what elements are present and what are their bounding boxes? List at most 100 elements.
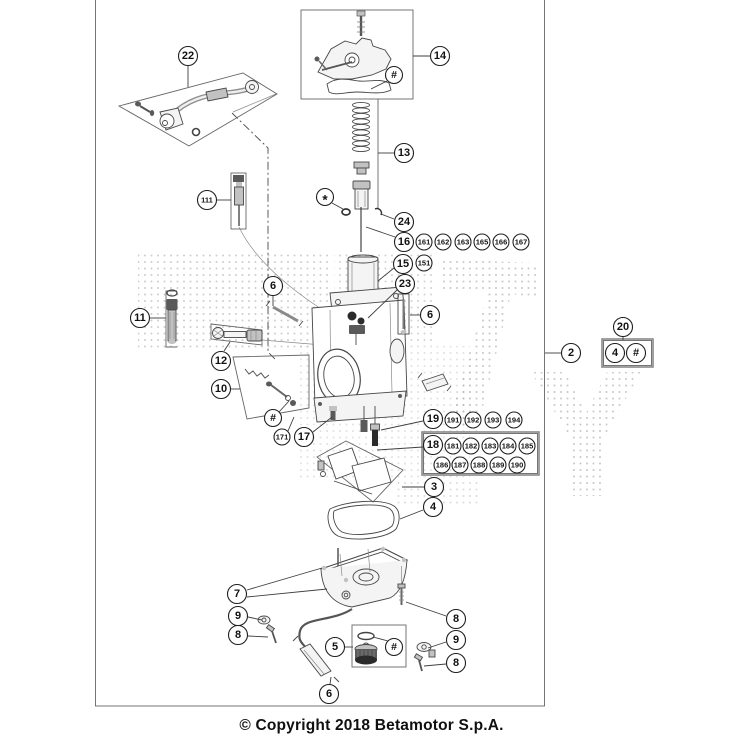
- callout-balloon-22: 22: [177, 45, 199, 67]
- callout-label: 181: [447, 442, 460, 451]
- callout-balloon-17: 17: [293, 426, 315, 448]
- callout-label: 3: [431, 481, 437, 493]
- part-group-cable-adjuster: [210, 323, 263, 346]
- callout-leader-7: [246, 567, 323, 591]
- callout-balloon-161: 161: [415, 233, 433, 251]
- callout-balloon-14: 14: [429, 45, 451, 67]
- callout-label: 171: [276, 433, 289, 442]
- callout-balloon-6: 6: [419, 304, 441, 326]
- part-group-throttle-cable: [117, 72, 278, 147]
- callout-leader-#: [372, 636, 389, 642]
- callout-label: 162: [437, 238, 450, 247]
- callout-leader-12: [223, 341, 231, 352]
- callout-leader-171: [287, 416, 295, 432]
- callout-label: #: [391, 641, 397, 653]
- callout-label: 4: [612, 347, 619, 359]
- callout-leader-18: [376, 446, 424, 451]
- callout-label: 186: [436, 461, 449, 470]
- callout-balloon-185: 185: [518, 437, 536, 455]
- callout-label: 10: [215, 383, 227, 395]
- callout-label: 185: [521, 442, 534, 451]
- callout-label: 191: [447, 416, 460, 425]
- callout-label: 193: [487, 416, 500, 425]
- callout-label: 194: [508, 416, 521, 425]
- callout-label: 6: [427, 309, 433, 321]
- callout-balloon-189: 189: [489, 456, 507, 474]
- callout-label: 8: [453, 613, 459, 625]
- callout-label: 187: [454, 461, 467, 470]
- callout-label: 5: [332, 641, 338, 653]
- callout-leader-#: [278, 400, 290, 413]
- callout-leader-6: [329, 676, 332, 685]
- part-group-drain-plug: [351, 624, 407, 668]
- callout-label: 182: [465, 442, 478, 451]
- callout-balloon-10: 10: [210, 378, 232, 400]
- callout-label: 17: [298, 431, 310, 443]
- callout-leader-7: [246, 588, 328, 598]
- callout-balloon-181: 181: [444, 437, 462, 455]
- callout-balloon-165: 165: [473, 233, 491, 251]
- callout-label: 19: [427, 413, 439, 425]
- callout-label: 8: [235, 629, 241, 641]
- callout-leader-9: [247, 616, 263, 621]
- part-group-idle-adjuster: [232, 354, 310, 420]
- callout-balloon-#: #: [384, 637, 404, 657]
- callout-balloon-166: 166: [492, 233, 510, 251]
- callout-label: 189: [492, 461, 505, 470]
- callout-balloon-#: #: [384, 65, 404, 85]
- callout-balloon-192: 192: [464, 411, 482, 429]
- callout-leader-#: [370, 80, 388, 90]
- callout-label: 16: [398, 236, 410, 248]
- callout-label: 9: [235, 610, 241, 622]
- callout-leader-17: [312, 416, 333, 433]
- part-group-carburetor-body: [265, 286, 452, 446]
- callout-leader-23: [367, 289, 398, 319]
- callout-balloon-13: 13: [393, 142, 415, 164]
- callout-balloon-8: 8: [445, 608, 467, 630]
- callout-balloon-2: 2: [560, 342, 582, 364]
- callout-label: 190: [511, 461, 524, 470]
- copyright: © Copyright 2018 Betamotor S.p.A.: [239, 717, 504, 734]
- callout-balloon-183: 183: [481, 437, 499, 455]
- callout-label: 111: [201, 196, 213, 205]
- callout-label: 24: [398, 216, 411, 228]
- callout-leader-16: [365, 226, 396, 238]
- callout-balloon-8: 8: [445, 652, 467, 674]
- callout-label: 183: [484, 442, 497, 451]
- callout-balloon-5: 5: [324, 636, 346, 658]
- callout-label: 4: [430, 501, 437, 513]
- callout-label: 13: [398, 147, 410, 159]
- callout-label: 167: [515, 238, 528, 247]
- callout-balloon-193: 193: [484, 411, 502, 429]
- callout-leader-8: [405, 601, 447, 617]
- callout-label: #: [391, 69, 397, 81]
- callout-balloon-7: 7: [226, 583, 248, 605]
- callout-balloon-23: 23: [394, 273, 416, 295]
- callout-balloon-162: 162: [434, 233, 452, 251]
- callout-balloon-111: 111: [196, 189, 218, 211]
- callout-label: 11: [134, 312, 146, 324]
- callout-label: 20: [617, 321, 629, 333]
- part-group-float-bowl: [257, 546, 436, 683]
- callout-balloon-167: 167: [512, 233, 530, 251]
- callout-balloon-6: 6: [262, 275, 284, 297]
- callout-label: 192: [467, 416, 480, 425]
- callout-balloon-19: 19: [422, 408, 444, 430]
- part-group-throttle-cover: [300, 9, 414, 100]
- callout-label: 165: [476, 238, 489, 247]
- callout-balloon-15: 15: [392, 253, 414, 275]
- callout-balloon-186: 186: [433, 456, 451, 474]
- callout-label: #: [270, 412, 276, 424]
- callout-balloon-#: #: [625, 342, 647, 364]
- part-group-slide-spring: [341, 99, 383, 252]
- callout-balloon-187: 187: [451, 456, 469, 474]
- callout-leader-15: [377, 267, 395, 282]
- callout-leader-24: [380, 213, 395, 220]
- callout-balloon-163: 163: [454, 233, 472, 251]
- callout-leader-9: [427, 641, 447, 649]
- callout-label: 6: [270, 280, 276, 292]
- callout-leader-8: [423, 663, 447, 667]
- callout-balloon-9: 9: [227, 605, 249, 627]
